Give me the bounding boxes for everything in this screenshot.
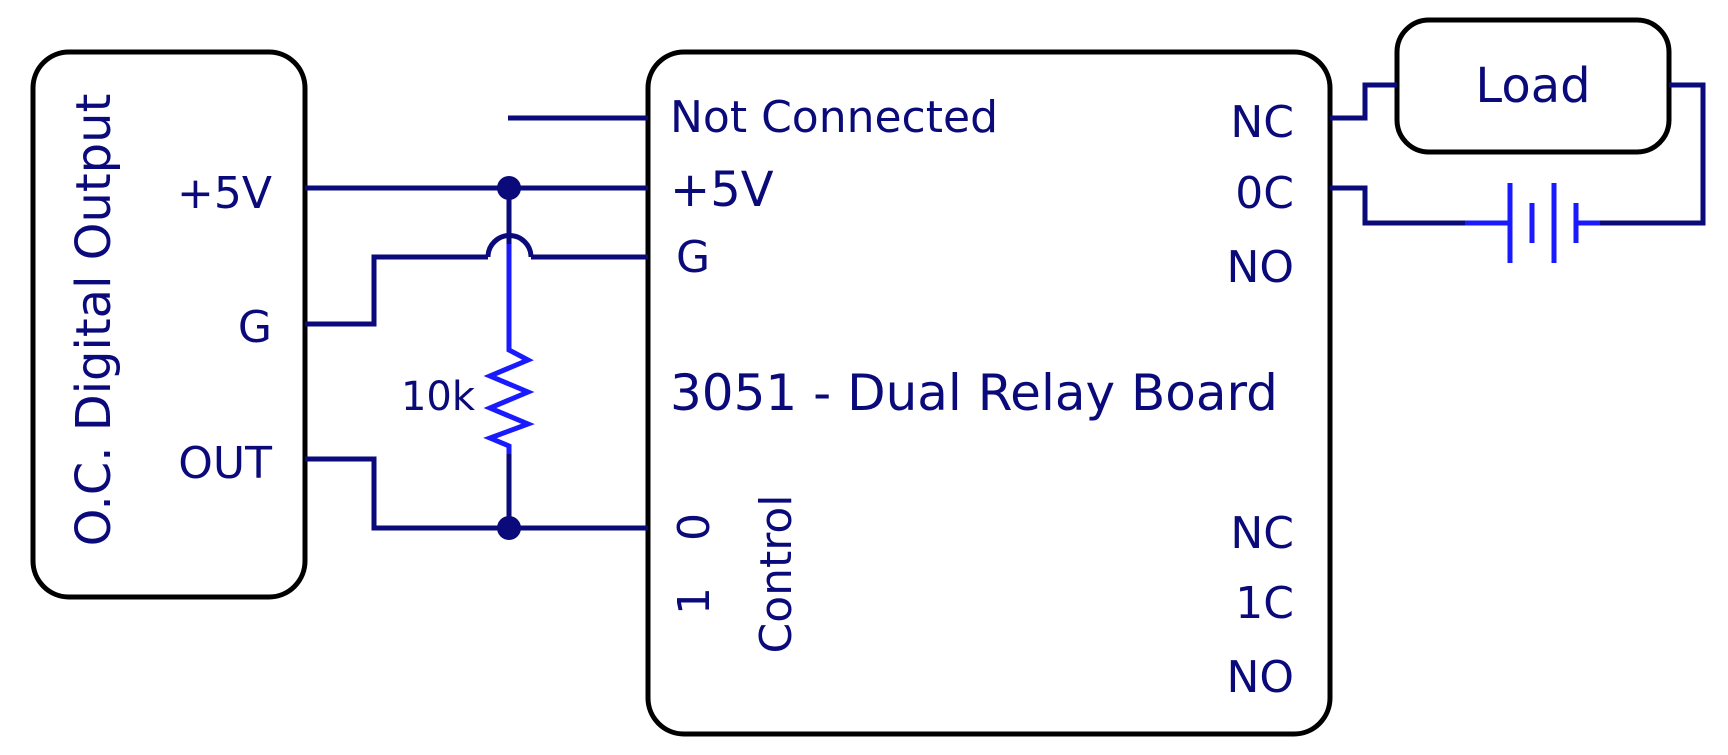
pin-control-1-label: 1 <box>669 587 720 615</box>
wire-out <box>305 456 648 531</box>
wire-relay0-common <box>1330 185 1475 226</box>
relay-board-title: 3051 - Dual Relay Board <box>670 364 1278 422</box>
wire-load-return <box>1590 82 1706 226</box>
oc-pin-vcc-label: +5V <box>177 168 272 219</box>
relay0-nc-label: NC <box>1230 97 1294 148</box>
oc-digital-output-module: O.C. Digital Output +5V G OUT <box>30 49 308 600</box>
pin-g-label: G <box>676 232 710 283</box>
control-label: Control <box>751 494 802 653</box>
relay-board-module: 3051 - Dual Relay Board Not Connected +5… <box>645 49 1333 737</box>
relay1-nc-label: NC <box>1230 508 1294 559</box>
wire-relay0-nc <box>1330 82 1397 121</box>
oc-pin-gnd-label: G <box>238 302 272 353</box>
oc-module-title: O.C. Digital Output <box>66 94 122 547</box>
resistor-zigzag <box>483 244 535 454</box>
relay0-common-label: 0C <box>1235 168 1294 219</box>
junction-5v <box>497 176 521 200</box>
pin-5v-label: +5V <box>670 162 774 218</box>
relay0-no-label: NO <box>1226 242 1294 293</box>
resistor-value-label: 10k <box>401 374 476 420</box>
load-label: Load <box>1475 58 1590 114</box>
pin-not-connected-label: Not Connected <box>670 92 998 143</box>
junction-out <box>497 516 521 540</box>
oc-pin-out-label: OUT <box>178 438 272 489</box>
wire-gnd <box>305 254 648 327</box>
relay-board-outline <box>645 49 1333 737</box>
pin-control-0-label: 0 <box>669 513 720 541</box>
battery-icon <box>1465 183 1600 263</box>
relay1-no-label: NO <box>1226 652 1294 703</box>
wires <box>305 82 1706 540</box>
relay1-common-label: 1C <box>1235 578 1294 629</box>
resistor-component: 10k <box>401 244 535 454</box>
load-component: Load <box>1394 17 1672 155</box>
